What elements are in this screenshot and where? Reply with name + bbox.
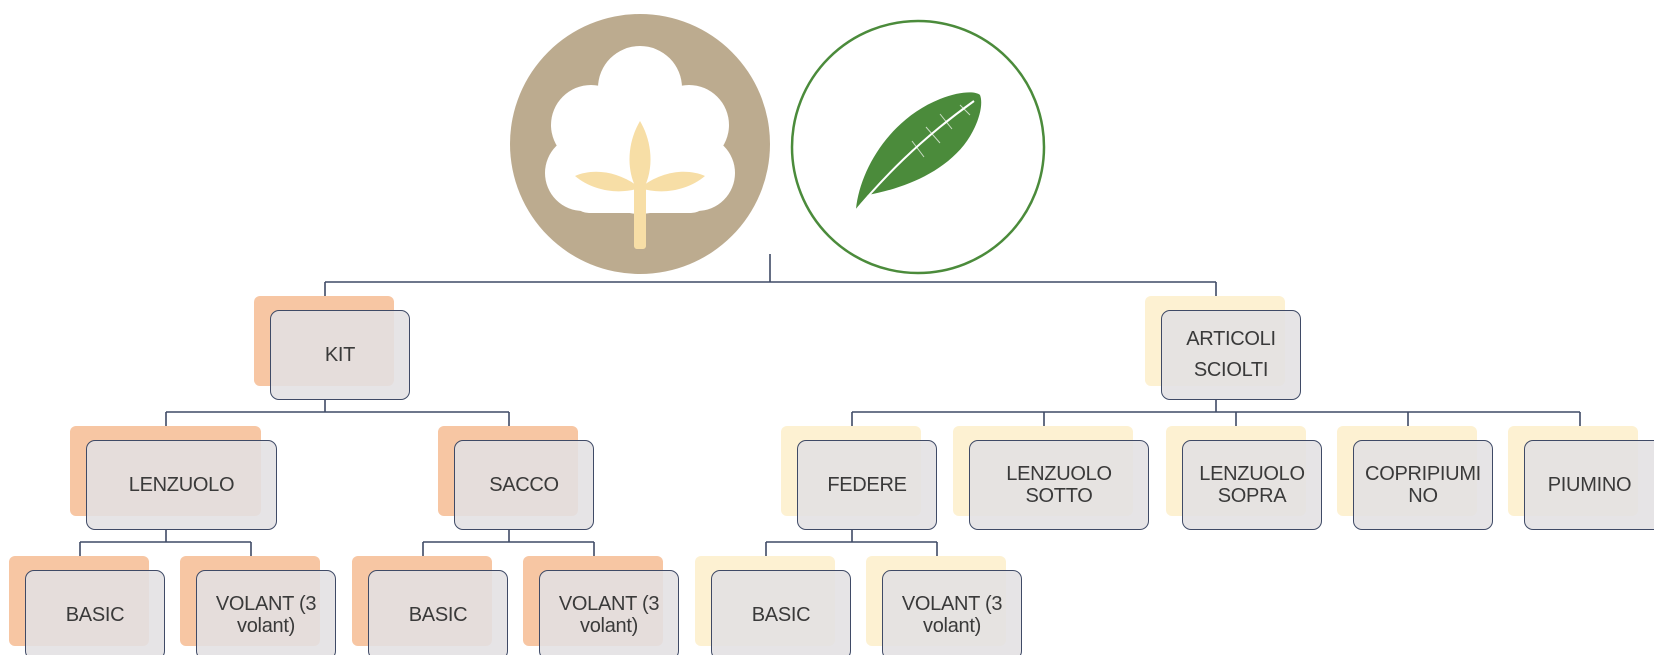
node-lenzuolo-sotto-label: LENZUOLO SOTTO (1006, 463, 1112, 507)
node-copripiumino-label: COPRIPIUMI NO (1365, 463, 1481, 507)
node-federe: FEDERE (781, 426, 937, 530)
node-piumino-box: PIUMINO (1524, 440, 1654, 530)
node-articoli-label: ARTICOLI SCIOLTI (1186, 328, 1276, 381)
node-federe-box: FEDERE (797, 440, 937, 530)
connector-federe (765, 530, 938, 556)
node-sacco-basic: BASIC (352, 556, 508, 655)
connector-sacco (422, 530, 595, 556)
cotton-plant-icon (510, 14, 770, 274)
node-copripiumino: COPRIPIUMI NO (1337, 426, 1493, 530)
node-sacco-volant-box: VOLANT (3 volant) (539, 570, 679, 655)
node-articoli-sciolti: ARTICOLI SCIOLTI (1145, 296, 1301, 400)
node-lenzuolo-basic-label: BASIC (65, 604, 125, 626)
node-lenzuolo-box: LENZUOLO (86, 440, 277, 530)
node-lenzuolo: LENZUOLO (70, 426, 277, 530)
node-lenzuolo-sotto-box: LENZUOLO SOTTO (969, 440, 1149, 530)
node-lenzuolo-sotto: LENZUOLO SOTTO (953, 426, 1149, 530)
node-sacco-volant: VOLANT (3 volant) (523, 556, 679, 655)
feather-icon (790, 19, 1046, 275)
node-federe-basic: BASIC (695, 556, 851, 655)
connector-root (324, 254, 1217, 296)
node-articoli-box: ARTICOLI SCIOLTI (1161, 310, 1301, 400)
node-federe-label: FEDERE (827, 474, 907, 496)
node-lenzuolo-volant: VOLANT (3 volant) (180, 556, 336, 655)
node-sacco: SACCO (438, 426, 594, 530)
connector-lenzuolo (79, 530, 252, 556)
node-lenzuolo-volant-label: VOLANT (3 volant) (215, 593, 317, 637)
node-kit: KIT (254, 296, 410, 400)
node-sacco-label: SACCO (489, 474, 559, 496)
node-kit-box: KIT (270, 310, 410, 400)
node-sacco-volant-label: VOLANT (3 volant) (558, 593, 660, 637)
node-lenzuolo-sopra: LENZUOLO SOPRA (1166, 426, 1322, 530)
node-lenzuolo-sopra-label: LENZUOLO SOPRA (1199, 463, 1305, 507)
node-kit-label: KIT (324, 344, 356, 366)
node-federe-basic-box: BASIC (711, 570, 851, 655)
node-sacco-basic-label: BASIC (408, 604, 468, 626)
node-lenzuolo-basic-box: BASIC (25, 570, 165, 655)
connector-articoli (851, 400, 1581, 426)
node-sacco-basic-box: BASIC (368, 570, 508, 655)
node-sacco-box: SACCO (454, 440, 594, 530)
node-copripiumino-box: COPRIPIUMI NO (1353, 440, 1493, 530)
node-piumino-label: PIUMINO (1547, 474, 1632, 496)
node-federe-volant: VOLANT (3 volant) (866, 556, 1022, 655)
connector-kit (165, 400, 510, 426)
node-lenzuolo-basic: BASIC (9, 556, 165, 655)
node-lenzuolo-sopra-box: LENZUOLO SOPRA (1182, 440, 1322, 530)
node-lenzuolo-label: LENZUOLO (128, 474, 235, 496)
node-lenzuolo-volant-box: VOLANT (3 volant) (196, 570, 336, 655)
node-federe-volant-box: VOLANT (3 volant) (882, 570, 1022, 655)
node-piumino: PIUMINO (1508, 426, 1654, 530)
node-federe-basic-label: BASIC (751, 604, 811, 626)
node-federe-volant-label: VOLANT (3 volant) (901, 593, 1003, 637)
